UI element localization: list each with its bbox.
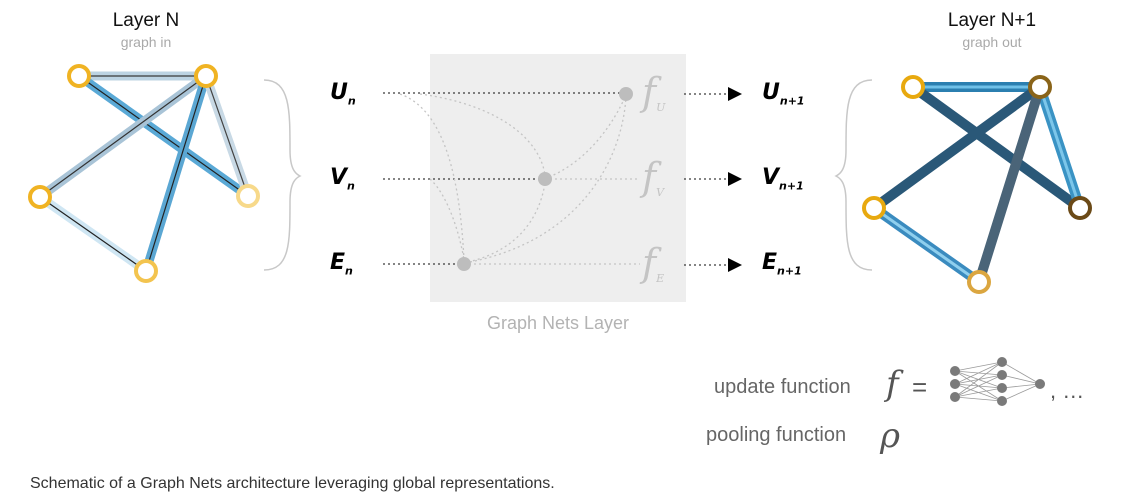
left-graph bbox=[28, 64, 260, 283]
left-graph-title: Layer N bbox=[112, 10, 180, 31]
u-curve-to-e bbox=[399, 93, 465, 261]
left-brace bbox=[263, 79, 302, 271]
update-function-ellipsis: , … bbox=[1050, 378, 1085, 403]
left-graph-subtitle: graph in bbox=[120, 34, 172, 50]
output-v-label: Vn+1 bbox=[762, 165, 804, 193]
u-curve-to-v bbox=[419, 93, 546, 176]
right-edge-2 bbox=[908, 82, 1085, 213]
right-graph-subtitle: graph out bbox=[962, 34, 1022, 50]
output-u-label: Un+1 bbox=[762, 80, 805, 108]
e-curve-to-v bbox=[467, 182, 546, 263]
input-v-label: Vn bbox=[330, 165, 355, 193]
left-node-2 bbox=[194, 64, 218, 88]
e-aggregate-dot bbox=[457, 257, 471, 271]
right-edge-5 bbox=[974, 82, 1045, 287]
neural-network-icon bbox=[950, 357, 1045, 406]
e-arrowhead bbox=[728, 258, 742, 272]
input-u-label: Un bbox=[330, 80, 356, 108]
right-edge-3 bbox=[869, 82, 1045, 213]
v-aggregate-dot bbox=[538, 172, 552, 186]
pooling-function-label: pooling function bbox=[706, 424, 847, 446]
u-aggregate-dot bbox=[619, 87, 633, 101]
left-node-3 bbox=[28, 185, 52, 209]
right-node-2 bbox=[1028, 75, 1052, 99]
graph-nets-layer-box bbox=[430, 54, 686, 302]
right-brace bbox=[834, 79, 873, 271]
right-node-5 bbox=[967, 270, 991, 294]
function-e-symbol: fE bbox=[642, 241, 665, 285]
update-function-label: update function bbox=[714, 376, 851, 398]
right-node-3 bbox=[862, 196, 886, 220]
left-node-5 bbox=[134, 259, 158, 283]
v-arrowhead bbox=[728, 172, 742, 186]
function-u-symbol: fU bbox=[642, 70, 666, 114]
output-e-label: En+1 bbox=[762, 250, 802, 278]
right-graph-title: Layer N+1 bbox=[947, 10, 1037, 31]
v-curve-to-e bbox=[429, 178, 465, 261]
pooling-function-symbol: ρ bbox=[880, 416, 900, 456]
left-node-1 bbox=[67, 64, 91, 88]
right-graph bbox=[862, 75, 1092, 294]
right-node-4 bbox=[1068, 196, 1092, 220]
graph-nets-layer-label: Graph Nets Layer bbox=[486, 313, 630, 333]
v-curve-to-u bbox=[548, 96, 626, 178]
e-curve-to-u bbox=[469, 96, 627, 263]
right-node-1 bbox=[901, 75, 925, 99]
input-e-label: En bbox=[330, 250, 353, 278]
update-function-equals: = bbox=[912, 372, 928, 402]
function-v-symbol: fV bbox=[642, 155, 665, 199]
figure-caption: Schematic of a Graph Nets architecture l… bbox=[30, 475, 555, 492]
left-node-4 bbox=[236, 184, 260, 208]
update-function-symbol: f bbox=[886, 364, 899, 404]
u-arrowhead bbox=[728, 87, 742, 101]
